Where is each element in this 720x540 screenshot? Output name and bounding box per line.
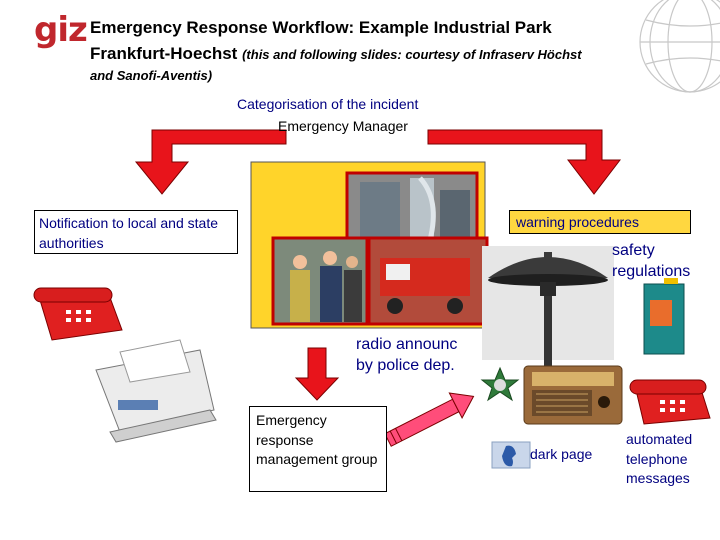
- title-location: Frankfurt-Hoechst: [90, 44, 238, 63]
- arrow-to-emergency-group: [294, 347, 340, 401]
- arrow-to-notification: [134, 129, 287, 195]
- arrow-to-radio: [384, 392, 475, 447]
- globe-icon: [639, 0, 720, 93]
- fax-machine-icon: [95, 339, 217, 443]
- emergency-group-box: Emergency response management group: [249, 406, 387, 492]
- categorisation-label: Categorisation of the incident: [237, 96, 419, 112]
- dark-page-label: dark page: [530, 446, 593, 462]
- telephone-icon: [629, 379, 711, 425]
- warning-procedures-box: warning procedures: [509, 210, 691, 234]
- handset-icon: [491, 441, 531, 469]
- manual-booklet-icon: [643, 278, 685, 355]
- slide-title-line2: Frankfurt-Hoechst (this and following sl…: [90, 44, 582, 64]
- telephone-icon: [33, 287, 123, 341]
- regulations-line: regulations: [612, 263, 691, 280]
- slide-title-line1: Emergency Response Workflow: Example Ind…: [90, 18, 552, 37]
- fire-scene-photo: [345, 171, 479, 251]
- slide-title-line3: and Sanofi-Aventis): [90, 68, 213, 83]
- radio-line2: by police dep.: [356, 357, 455, 374]
- police-star-icon: [480, 366, 520, 402]
- notification-box: Notification to local and state authorit…: [34, 210, 238, 254]
- emergency-manager-label: Emergency Manager: [278, 118, 408, 134]
- automated-line3: messages: [626, 470, 690, 486]
- title-courtesy-note: (this and following slides: courtesy of …: [242, 47, 582, 62]
- radio-announcement-label: radio announc by police dep.: [356, 334, 457, 376]
- safety-line: safety: [612, 242, 655, 259]
- automated-line2: telephone: [626, 450, 688, 467]
- giz-logo: giz: [34, 10, 88, 50]
- safety-regulations-label: safety regulations: [612, 240, 690, 282]
- siren-icon: [482, 246, 614, 386]
- radio-icon: [523, 365, 623, 425]
- arrow-to-warning: [427, 129, 622, 195]
- firefighters-photo: [271, 236, 369, 326]
- fire-truck-photo: [367, 236, 489, 326]
- automated-line1: automated: [626, 431, 693, 447]
- automated-messages-label: automated telephone messages: [626, 430, 692, 489]
- radio-line1: radio announc: [356, 336, 458, 353]
